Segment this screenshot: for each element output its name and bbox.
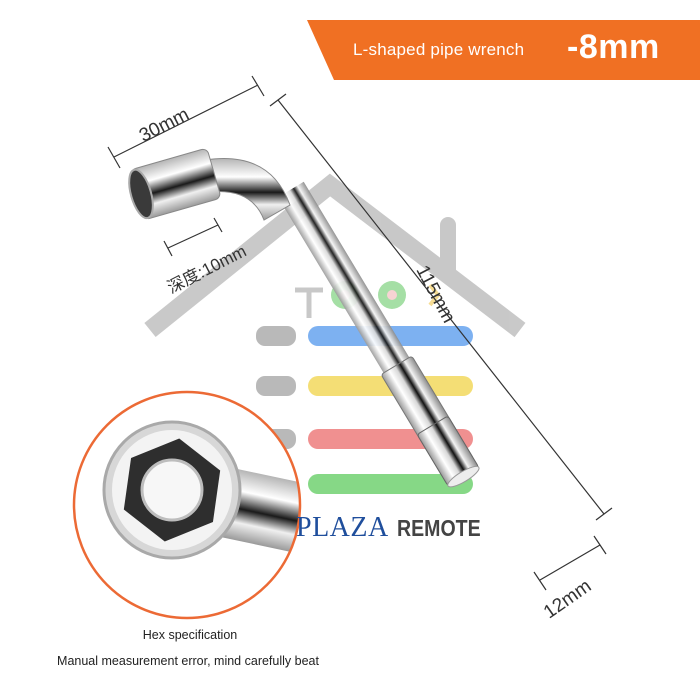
wrench-socket xyxy=(128,148,221,220)
wrench-elbow xyxy=(204,158,291,221)
hex-callout-ring xyxy=(72,390,302,620)
hex-callout xyxy=(74,392,300,618)
watermark-brand-plaza: PLAZA xyxy=(296,512,389,543)
title-banner: L-shaped pipe wrench -8mm xyxy=(307,20,700,80)
dimension-lines xyxy=(107,75,613,591)
measurement-note: Manual measurement error, mind carefully… xyxy=(57,654,319,668)
banner-background xyxy=(307,20,700,80)
watermark-text: PLAZA REMOTE xyxy=(296,512,496,544)
wrench-shaft xyxy=(277,181,480,488)
product-name: L-shaped pipe wrench xyxy=(353,40,525,59)
hex-spec-caption: Hex specification xyxy=(142,628,238,642)
watermark-brand-remote: REMOTE xyxy=(397,515,481,541)
product-size: -8mm xyxy=(567,28,660,66)
